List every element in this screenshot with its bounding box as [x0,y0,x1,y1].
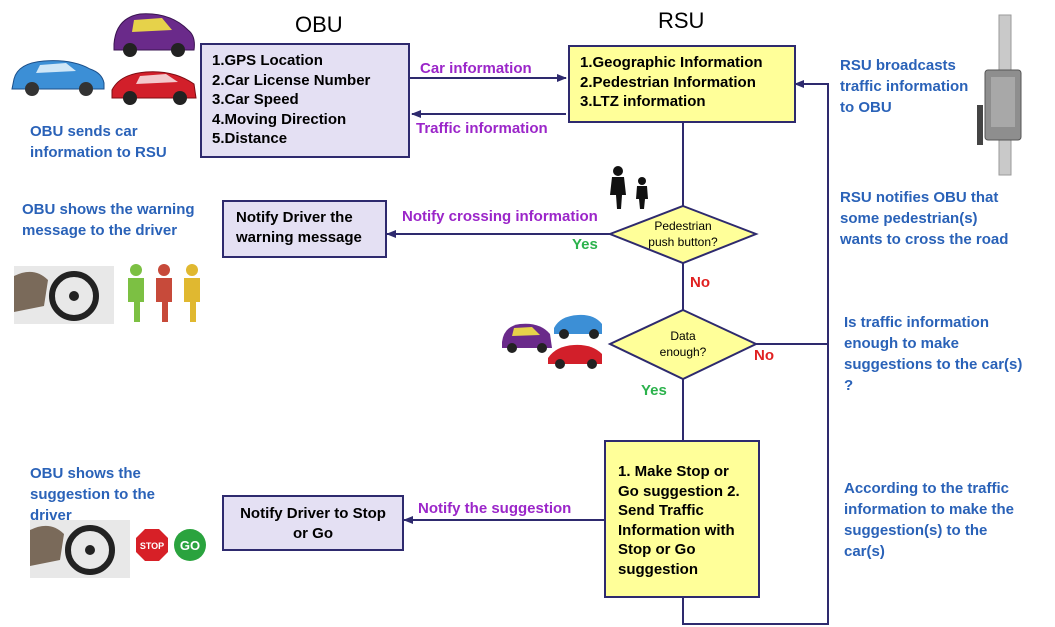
go-sign-label: GO [180,538,200,553]
notify-warning-box: Notify Driver the warning message [222,200,387,258]
rsu-item-ltz: 3.LTZ information [580,93,706,110]
pedestrian-decision-line2: push button? [648,235,718,249]
car-icon [113,13,195,57]
stop-sign-label: STOP [140,541,164,551]
pedestrian-no-label: No [690,274,710,291]
go-sign-icon: GO [174,529,206,561]
antenna-icon [977,14,1022,176]
data-decision-line2: enough? [660,345,707,359]
note-is-traffic: Is traffic information enough to make su… [844,314,1023,394]
bottom-loop-line [682,84,829,625]
rsu-info-box: 1.Geographic Information 2.Pedestrian In… [568,45,796,123]
traffic-info-label: Traffic information [416,120,548,137]
obu-item-license: 2.Car License Number [212,71,371,89]
rsu-item-geographic: 1.Geographic Information [580,54,763,71]
car-icon [502,323,552,353]
data-decision-line1: Data [670,329,696,343]
note-rsu-notifies: RSU notifies OBU that some pedestrian(s)… [840,189,1009,248]
note-according: According to the traffic information to … [844,480,1015,560]
note-obu-shows-warning: OBU shows the warning message to the dri… [22,201,195,239]
obu-item-direction: 4.Moving Direction [212,110,347,128]
car-icon [548,344,602,369]
obu-header: OBU [295,12,343,37]
rsu-header: RSU [658,8,705,33]
pedestrian-decision-diamond [607,204,759,265]
pedestrian-yes-label: Yes [572,236,598,253]
suggestion-box: 1. Make Stop or Go suggestion 2. Send Tr… [604,440,760,598]
rsu-item-pedestrian: 2.Pedestrian Information [580,73,756,91]
data-yes-label: Yes [641,382,667,399]
driver-photo-icon [14,266,114,324]
data-decision-diamond [607,308,759,381]
car-info-label: Car information [420,60,532,77]
notify-suggestion-label: Notify the suggestion [418,500,572,517]
people-icon [128,264,200,322]
car-icon [111,71,197,105]
note-rsu-broadcasts: RSU broadcasts traffic information to OB… [840,57,969,116]
notify-stop-go-box: Notify Driver to Stop or Go [222,495,404,551]
driver-photo-icon [30,520,130,578]
pedestrian-decision-line1: Pedestrian [654,219,711,233]
car-icon [11,60,105,96]
obu-item-gps: 1.GPS Location [212,52,323,69]
note-obu-sends: OBU sends car information to RSU [30,123,167,161]
obu-item-speed: 3.Car Speed [212,91,299,108]
obu-item-distance: 5.Distance [212,130,288,147]
note-obu-shows-suggestion: OBU shows the suggestion to the driver [30,465,155,524]
notify-crossing-label: Notify crossing information [402,208,598,225]
stop-sign-icon: STOP [136,529,168,561]
data-no-loop-line [756,83,829,345]
car-icon [554,314,602,339]
pedestrian-icon [610,166,648,209]
data-no-label: No [754,347,774,364]
obu-info-box: 1.GPS Location 2.Car License Number 3.Ca… [200,43,410,158]
